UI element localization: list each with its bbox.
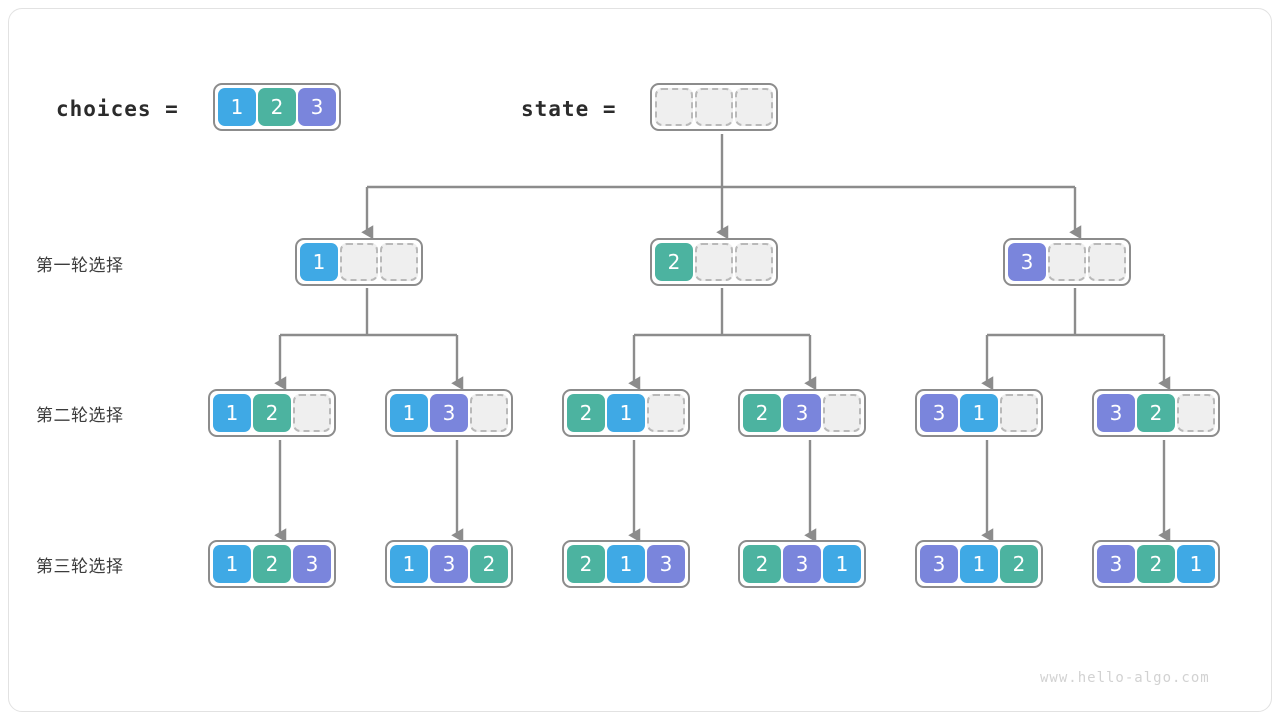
node-level1-1-cell-0: 1	[300, 243, 338, 281]
node-level1-2-cell-0: 2	[655, 243, 693, 281]
node-level2-3-cell-1: 1	[607, 394, 645, 432]
node-level1-2-cell-1	[695, 243, 733, 281]
node-level2-1-cell-1: 2	[253, 394, 291, 432]
node-level2-4-cell-1: 3	[783, 394, 821, 432]
watermark: www.hello-algo.com	[1040, 670, 1210, 686]
state-cell-2	[735, 88, 773, 126]
node-level2-2-cell-0: 1	[390, 394, 428, 432]
choices-label: choices =	[56, 97, 179, 121]
state-cell-0	[655, 88, 693, 126]
choices-cell-0: 1	[218, 88, 256, 126]
node-level2-2-cell-1: 3	[430, 394, 468, 432]
node-level3-3-cell-1: 1	[607, 545, 645, 583]
node-level3-4-cell-2: 1	[823, 545, 861, 583]
node-level3-4-cell-1: 3	[783, 545, 821, 583]
node-level1-1: 1	[295, 238, 423, 286]
node-level2-2-cell-2	[470, 394, 508, 432]
node-level2-4-cell-0: 2	[743, 394, 781, 432]
state-cell-1	[695, 88, 733, 126]
node-level2-6-cell-0: 3	[1097, 394, 1135, 432]
row-label-round-2: 第二轮选择	[36, 406, 124, 426]
node-level3-5-cell-1: 1	[960, 545, 998, 583]
choices-cell-2: 3	[298, 88, 336, 126]
node-level3-2-cell-1: 3	[430, 545, 468, 583]
node-level3-2-cell-0: 1	[390, 545, 428, 583]
node-level2-6-cell-2	[1177, 394, 1215, 432]
diagram-frame	[8, 8, 1272, 712]
node-level3-1-cell-0: 1	[213, 545, 251, 583]
node-level2-4-cell-2	[823, 394, 861, 432]
node-level3-1-cell-2: 3	[293, 545, 331, 583]
node-level1-3-cell-1	[1048, 243, 1086, 281]
node-level1-2-cell-2	[735, 243, 773, 281]
node-level2-5-cell-1: 1	[960, 394, 998, 432]
node-level3-3-cell-2: 3	[647, 545, 685, 583]
node-level3-6-cell-0: 3	[1097, 545, 1135, 583]
node-level2-5-cell-0: 3	[920, 394, 958, 432]
node-level3-5-cell-2: 2	[1000, 545, 1038, 583]
state-array	[650, 83, 778, 131]
node-level3-1-cell-1: 2	[253, 545, 291, 583]
node-level3-5-cell-0: 3	[920, 545, 958, 583]
node-level3-4-cell-0: 2	[743, 545, 781, 583]
node-level2-5-cell-2	[1000, 394, 1038, 432]
node-level1-1-cell-2	[380, 243, 418, 281]
state-label: state =	[521, 97, 617, 121]
node-level1-3: 3	[1003, 238, 1131, 286]
node-level2-3-cell-0: 2	[567, 394, 605, 432]
row-label-round-1: 第一轮选择	[36, 256, 124, 276]
choices-cell-1: 2	[258, 88, 296, 126]
node-level1-3-cell-0: 3	[1008, 243, 1046, 281]
node-level1-3-cell-2	[1088, 243, 1126, 281]
node-level3-2-cell-2: 2	[470, 545, 508, 583]
node-level1-2: 2	[650, 238, 778, 286]
node-level3-3-cell-0: 2	[567, 545, 605, 583]
node-level2-1-cell-2	[293, 394, 331, 432]
node-level1-1-cell-1	[340, 243, 378, 281]
node-level3-6-cell-1: 2	[1137, 545, 1175, 583]
node-level2-3-cell-2	[647, 394, 685, 432]
row-label-round-3: 第三轮选择	[36, 557, 124, 577]
node-level3-6-cell-2: 1	[1177, 545, 1215, 583]
node-level2-6-cell-1: 2	[1137, 394, 1175, 432]
node-level2-1-cell-0: 1	[213, 394, 251, 432]
